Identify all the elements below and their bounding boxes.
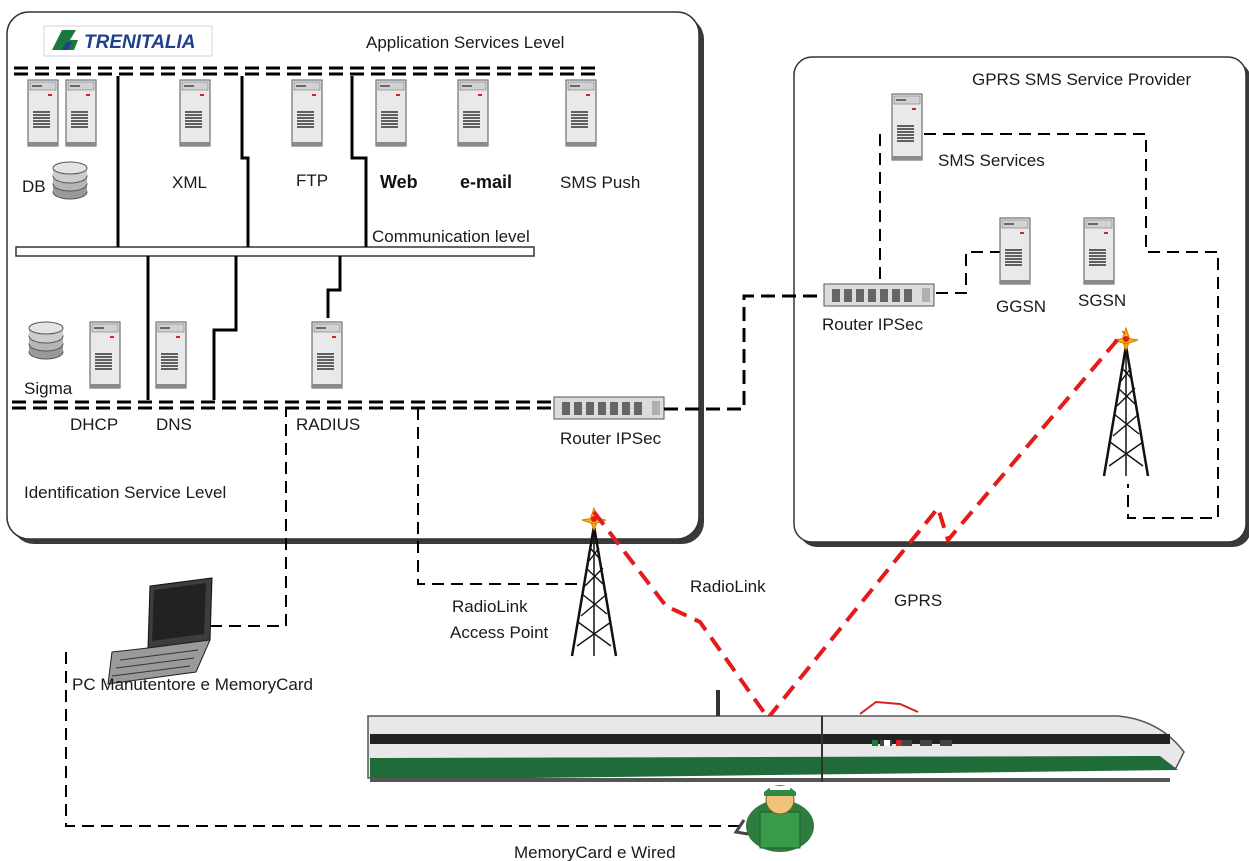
- xml-server-icon: [180, 80, 210, 146]
- db-server-icon: [28, 80, 58, 146]
- sgsn-server-icon: [1084, 218, 1114, 284]
- gprs-label: GPRS: [894, 591, 942, 610]
- provider-label: GPRS SMS Service Provider: [972, 70, 1192, 89]
- dns-server-icon: [156, 322, 186, 388]
- communication-level-label: Communication level: [372, 227, 530, 246]
- sms-push-server-icon: [566, 80, 596, 146]
- sms-services-server-icon: [892, 94, 922, 160]
- sigma-label: Sigma: [24, 379, 73, 398]
- access-point-label-2: Access Point: [450, 623, 549, 642]
- db-server-icon-2: [66, 80, 96, 146]
- ggsn-server-icon: [1000, 218, 1030, 284]
- technician-icon: [736, 785, 814, 852]
- radius-server-icon: [312, 322, 342, 388]
- train-icon: [368, 690, 1184, 782]
- web-server-icon: [376, 80, 406, 146]
- dns-label: DNS: [156, 415, 192, 434]
- sgsn-label: SGSN: [1078, 291, 1126, 310]
- xml-label: XML: [172, 173, 207, 192]
- provider-router-icon: [824, 284, 934, 306]
- provider-router-label: Router IPSec: [822, 315, 924, 334]
- router-ipsec-label: Router IPSec: [560, 429, 662, 448]
- dhcp-label: DHCP: [70, 415, 118, 434]
- pc-label: PC Manutentore e MemoryCard: [72, 675, 313, 694]
- laptop-icon: [108, 578, 212, 684]
- radius-label: RADIUS: [296, 415, 360, 434]
- sms-push-label: SMS Push: [560, 173, 640, 192]
- svg-text:TRENITALIA: TRENITALIA: [84, 32, 196, 53]
- router-ipsec-icon: [554, 397, 664, 419]
- wired-label: MemoryCard e Wired: [514, 843, 676, 861]
- identification-service-label: Identification Service Level: [24, 483, 226, 502]
- ftp-server-icon: [292, 80, 322, 146]
- email-server-icon: [458, 80, 488, 146]
- sigma-storage-icon: [29, 322, 63, 359]
- db-storage-icon: [53, 162, 87, 199]
- db-label: DB: [22, 177, 46, 196]
- sms-services-label: SMS Services: [938, 151, 1045, 170]
- email-label: e-mail: [460, 172, 512, 192]
- web-label: Web: [380, 172, 418, 192]
- access-point-label-1: RadioLink: [452, 597, 528, 616]
- radiolink-label: RadioLink: [690, 577, 766, 596]
- trenitalia-logo: TRENITALIA: [44, 26, 212, 56]
- ftp-label: FTP: [296, 171, 328, 190]
- communication-bar: [16, 247, 534, 256]
- application-services-label: Application Services Level: [366, 33, 564, 52]
- dhcp-server-icon: [90, 322, 120, 388]
- ggsn-label: GGSN: [996, 297, 1046, 316]
